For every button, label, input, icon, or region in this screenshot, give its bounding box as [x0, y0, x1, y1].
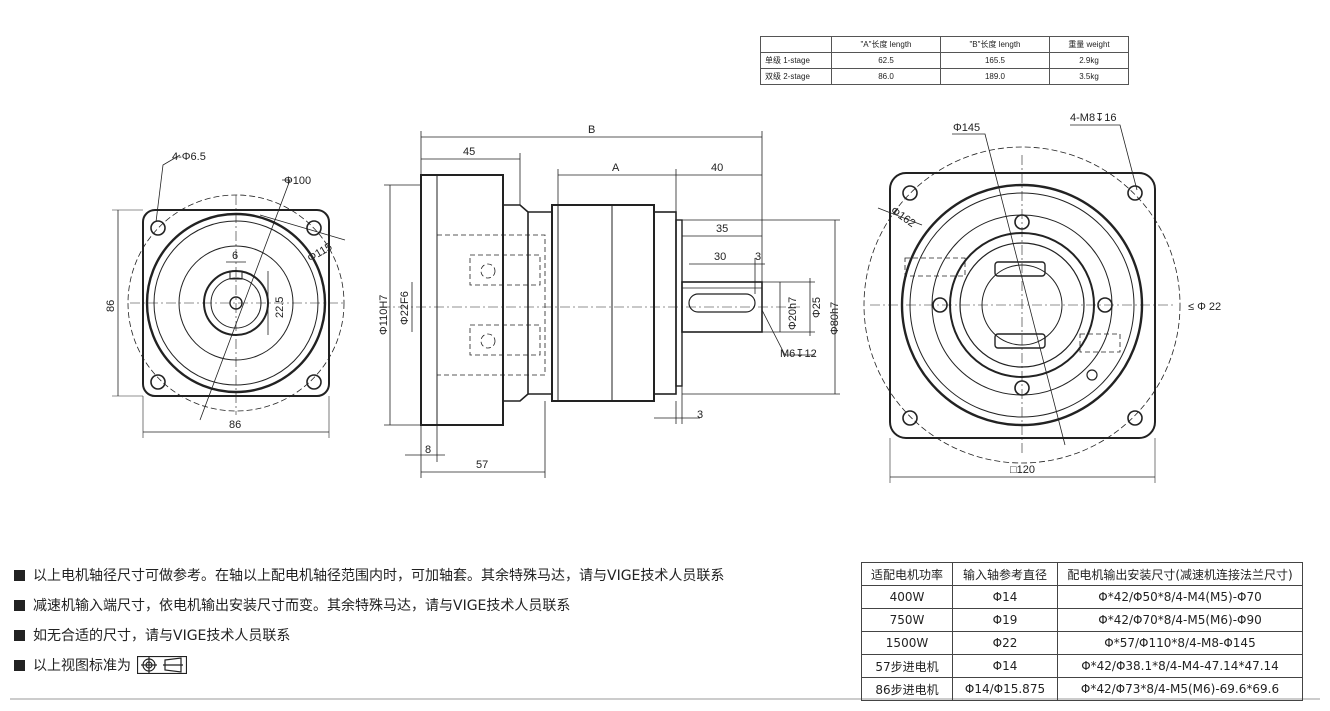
table-cell: Φ*42/Φ50*8/4-M4(M5)-Φ70: [1057, 585, 1303, 609]
table-cell: Φ14: [952, 654, 1058, 678]
side-key-offset-label: 3: [755, 251, 761, 263]
motor-header-cell: 配电机输出安装尺寸(减速机连接法兰尺寸): [1057, 562, 1303, 586]
table-cell: 189.0: [940, 68, 1050, 85]
stage-header-cell: "A"长度 length: [831, 36, 941, 53]
table-row: 57步进电机 Φ14 Φ*42/Φ38.1*8/4-M4-47.14*47.14: [861, 654, 1303, 678]
rear-pcd-label: Φ145: [953, 122, 980, 134]
table-cell: 57步进电机: [861, 654, 953, 678]
front-key-height-label: 22.5: [274, 297, 286, 318]
note-text: 如无合适的尺寸，请与VIGE技术人员联系: [33, 628, 291, 644]
side-flange-thk-label: 8: [425, 444, 431, 456]
side-tap-label: M6↧12: [780, 348, 817, 360]
table-cell: 750W: [861, 608, 953, 632]
front-width-label: 86: [229, 419, 241, 431]
table-cell: 3.5kg: [1049, 68, 1129, 85]
table-row: 86步进电机 Φ14/Φ15.875 Φ*42/Φ73*8/4-M5(M6)-6…: [861, 677, 1303, 701]
projection-symbol-icon: [137, 656, 187, 674]
table-row: 1500W Φ22 Φ*57/Φ110*8/4-M8-Φ145: [861, 631, 1303, 655]
side-shaft-dia-label: Φ20h7: [787, 297, 799, 330]
side-pilot-label: Φ110H7: [378, 295, 390, 335]
table-cell: 165.5: [940, 52, 1050, 69]
square-bullet-icon: [14, 659, 25, 671]
table-row: 750W Φ19 Φ*42/Φ70*8/4-M5(M6)-Φ90: [861, 608, 1303, 632]
table-cell: 1500W: [861, 631, 953, 655]
note-item: 减速机输入端尺寸，依电机输出安装尺寸而变。其余特殊马达，请与VIGE技术人员联系: [14, 590, 844, 620]
note-text: 以上视图标准为: [33, 658, 131, 674]
table-cell: 单级 1-stage: [760, 52, 832, 69]
note-item: 以上视图标准为: [14, 650, 844, 680]
table-cell: Φ14: [952, 585, 1058, 609]
table-cell: 双级 2-stage: [760, 68, 832, 85]
note-text: 以上电机轴径尺寸可做参考。在轴以上配电机轴径范围内时，可加轴套。其余特殊马达，请…: [33, 568, 725, 584]
side-spigot-dia-label: Φ80h7: [829, 302, 841, 335]
stage-table-header: "A"长度 length "B"长度 length 重量 weight: [760, 36, 1129, 53]
front-key-width-label: 6: [232, 250, 238, 262]
motor-header-cell: 适配电机功率: [861, 562, 953, 586]
table-row: 400W Φ14 Φ*42/Φ50*8/4-M4(M5)-Φ70: [861, 585, 1303, 609]
square-bullet-icon: [14, 569, 25, 581]
stage-table: "A"长度 length "B"长度 length 重量 weight 单级 1…: [760, 36, 1129, 85]
table-cell: 86.0: [831, 68, 941, 85]
front-view: [112, 154, 346, 438]
side-input-len-label: 57: [476, 459, 488, 471]
side-view: [380, 131, 840, 478]
stage-header-cell: "B"长度 length: [940, 36, 1050, 53]
front-pcd-label: Φ100: [284, 175, 311, 187]
motor-table-header: 适配电机功率 输入轴参考直径 配电机输出安装尺寸(减速机连接法兰尺寸): [861, 562, 1303, 586]
notes-list: 以上电机轴径尺寸可做参考。在轴以上配电机轴径范围内时，可加轴套。其余特殊马达，请…: [14, 560, 844, 680]
table-cell: Φ*57/Φ110*8/4-M8-Φ145: [1057, 631, 1303, 655]
table-cell: Φ14/Φ15.875: [952, 677, 1058, 701]
table-cell: Φ22: [952, 631, 1058, 655]
square-bullet-icon: [14, 629, 25, 641]
table-cell: 62.5: [831, 52, 941, 69]
side-shaft-len-label: 40: [711, 162, 723, 174]
table-cell: 400W: [861, 585, 953, 609]
front-height-label: 86: [105, 300, 117, 312]
motor-header-cell: 输入轴参考直径: [952, 562, 1058, 586]
table-cell: Φ*42/Φ38.1*8/4-M4-47.14*47.14: [1057, 654, 1303, 678]
side-flange-len-label: 45: [463, 146, 475, 158]
note-text: 减速机输入端尺寸，依电机输出安装尺寸而变。其余特殊马达，请与VIGE技术人员联系: [33, 598, 571, 614]
note-item: 以上电机轴径尺寸可做参考。在轴以上配电机轴径范围内时，可加轴套。其余特殊马达，请…: [14, 560, 844, 590]
rear-bore-note: ≤ Φ 22: [1188, 301, 1221, 313]
table-row: 单级 1-stage 62.5 165.5 2.9kg: [760, 52, 1129, 69]
rear-view: [863, 124, 1181, 483]
stage-header-cell: 重量 weight: [1049, 36, 1129, 53]
stage-header-cell: [760, 36, 832, 53]
table-cell: Φ19: [952, 608, 1058, 632]
side-overall-label: B: [588, 124, 595, 136]
table-cell: 86步进电机: [861, 677, 953, 701]
rear-taps-label: 4-M8↧16: [1070, 112, 1117, 124]
side-body-len-label: A: [612, 162, 620, 174]
side-spigot-len-label: 3: [697, 409, 703, 421]
table-cell: Φ*42/Φ70*8/4-M5(M6)-Φ90: [1057, 608, 1303, 632]
side-key-len2-label: 30: [714, 251, 726, 263]
table-cell: 2.9kg: [1049, 52, 1129, 69]
side-collar-dia-label: Φ25: [811, 297, 823, 318]
square-bullet-icon: [14, 599, 25, 611]
table-cell: Φ*42/Φ73*8/4-M5(M6)-69.6*69.6: [1057, 677, 1303, 701]
table-row: 双级 2-stage 86.0 189.0 3.5kg: [760, 68, 1129, 85]
rear-square-label: □120: [1010, 464, 1035, 476]
rear-outer-label: Φ162: [888, 205, 917, 230]
note-item: 如无合适的尺寸，请与VIGE技术人员联系: [14, 620, 844, 650]
front-bolt-holes-label: 4-Φ6.5: [172, 151, 206, 163]
motor-table: 适配电机功率 输入轴参考直径 配电机输出安装尺寸(减速机连接法兰尺寸) 400W…: [861, 562, 1303, 701]
side-input-bore-label: Φ22F6: [399, 291, 411, 325]
side-key-len-label: 35: [716, 223, 728, 235]
